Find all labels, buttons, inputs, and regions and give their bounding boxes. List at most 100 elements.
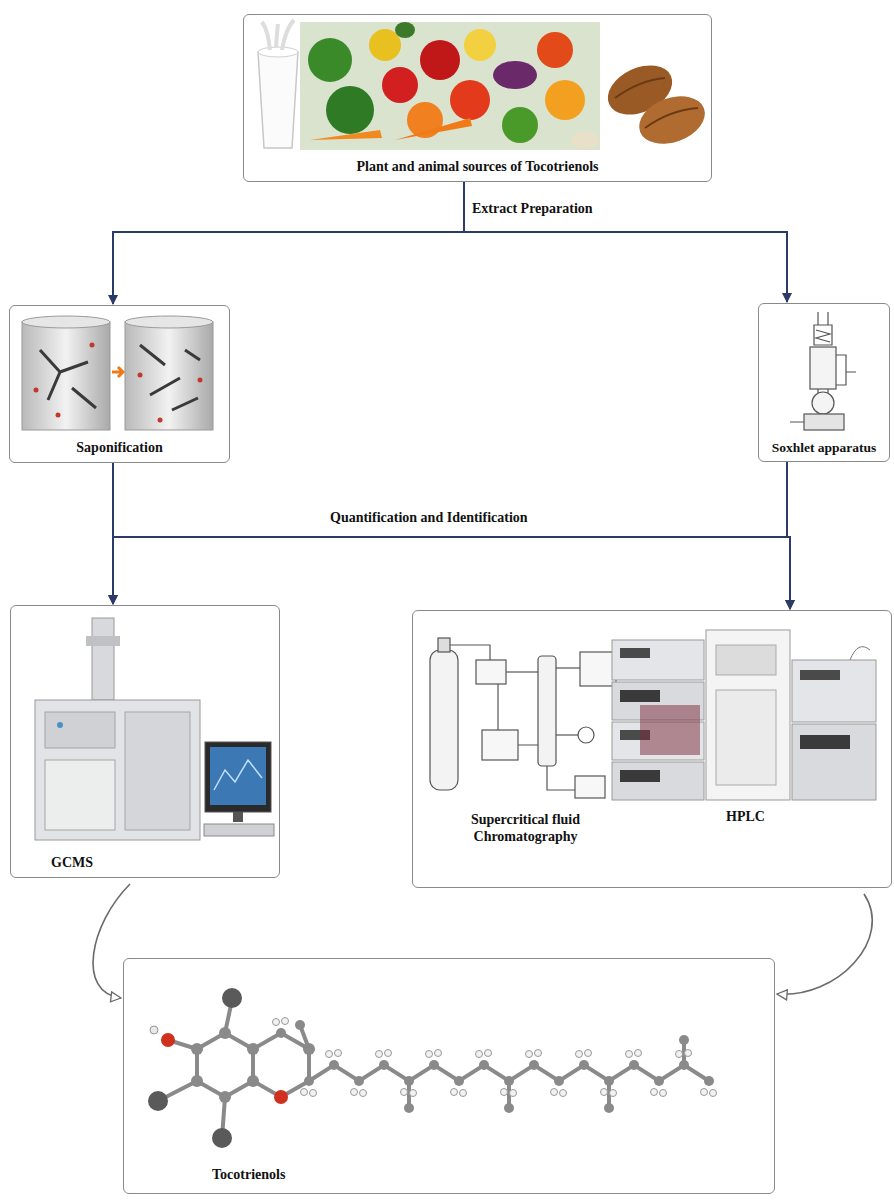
connector-line: [464, 182, 787, 302]
process-box: Plant and animal sources of Tocotrienols: [243, 14, 712, 182]
hydrogen-atom: [435, 1050, 442, 1057]
hydrogen-atom: [710, 1090, 717, 1097]
connector-line: [113, 463, 790, 609]
hydrogen-atom: [273, 1019, 280, 1026]
carbon-atom: [303, 1043, 315, 1055]
carbon-atom: [354, 1076, 364, 1086]
carbon-atom: [247, 1043, 259, 1055]
hydrogen-atom: [326, 1051, 333, 1058]
arrow-head: [108, 595, 118, 605]
hydrogen-atom: [401, 1089, 408, 1096]
process-box: Supercritical fluid Chromatography HPLC: [412, 610, 892, 888]
hydrogen-atom: [701, 1089, 708, 1096]
hydrogen-atom: [510, 1090, 517, 1097]
hydrogen-atom: [526, 1051, 533, 1058]
hydrogen-atom: [651, 1089, 658, 1096]
step-caption: Soxhlet apparatus: [772, 439, 877, 456]
carbon-atom: [404, 1076, 414, 1086]
instrument-caption: HPLC: [726, 808, 765, 825]
source-caption: Plant and animal sources of Tocotrienols: [356, 158, 598, 175]
carbon-atom: [219, 1027, 231, 1039]
carbon-atom: [654, 1076, 664, 1086]
carbon-atom: [329, 1060, 339, 1070]
carbon-atom: [295, 1020, 305, 1030]
arrow-head: [108, 295, 118, 305]
carbon-atom: [191, 1075, 203, 1087]
carbon-atom: [404, 1103, 414, 1113]
carbon-atom: [529, 1060, 539, 1070]
process-box: Tocotrienols: [123, 958, 775, 1194]
flow-connector: [108, 182, 464, 305]
arrow-head: [111, 992, 121, 1002]
hydrogen-atom: [676, 1051, 683, 1058]
hydrogen-atom: [451, 1089, 458, 1096]
carbon-atom: [276, 1028, 286, 1038]
carbon-atom: [604, 1076, 614, 1086]
hydrogen-atom: [351, 1089, 358, 1096]
carbon-atom: [429, 1060, 439, 1070]
carbon-atom: [604, 1103, 614, 1113]
carbon-atom: [219, 1091, 231, 1103]
hydrogen-atom: [485, 1050, 492, 1057]
hydrogen-atom: [376, 1051, 383, 1058]
hydrogen-atom: [685, 1050, 692, 1057]
step-caption: Saponification: [76, 439, 162, 456]
arrow-head: [785, 600, 795, 610]
flow-connector: [108, 462, 787, 605]
hydrogen-atom: [282, 1018, 289, 1025]
flow-connector: [785, 462, 795, 610]
hydrogen-atom: [535, 1050, 542, 1057]
hydrogen-atom: [460, 1090, 467, 1097]
arrow-head: [782, 293, 792, 303]
carbon-atom: [679, 1060, 689, 1070]
arrow-head: [785, 600, 795, 610]
label-holder: Extract Preparation: [470, 200, 595, 217]
hydrogen-atom: [410, 1090, 417, 1097]
product-caption: Tocotrienols: [212, 1166, 285, 1183]
hydrogen-atom: [626, 1051, 633, 1058]
hydrogen-atom: [551, 1089, 558, 1096]
connector-line: [113, 182, 464, 304]
hydrogen-atom: [310, 1090, 317, 1097]
hydrogen-atom: [635, 1050, 642, 1057]
instrument-caption: Supercritical fluid Chromatography: [443, 811, 608, 845]
soxhlet-picture: [790, 312, 856, 430]
label-holder: Quantification and Identification: [328, 509, 530, 526]
hydrogen-atom: [426, 1051, 433, 1058]
carbon-atom: [247, 1075, 259, 1087]
carbon-atom: [554, 1076, 564, 1086]
hydrogen-atom: [501, 1089, 508, 1096]
hydrogen-atom: [476, 1051, 483, 1058]
carbon-atom: [504, 1103, 514, 1113]
sfc-picture: [430, 638, 616, 798]
carbon-atom: [379, 1060, 389, 1070]
hydrogen-atom: [585, 1050, 592, 1057]
step-label: Extract Preparation: [470, 200, 595, 217]
hydrogen-atom: [335, 1050, 342, 1057]
hydrogen-atom: [576, 1051, 583, 1058]
carbon-atom: [679, 1035, 689, 1045]
hydrogen-atom: [560, 1090, 567, 1097]
gcms-picture: [35, 618, 274, 840]
molecule-picture: [148, 988, 717, 1148]
process-box: Saponification: [9, 305, 230, 463]
carbon-atom: [579, 1060, 589, 1070]
hydrogen-atom: [301, 1089, 308, 1096]
hydrogen-atom: [360, 1090, 367, 1097]
connector-line: [787, 462, 790, 609]
hydrogen-atom: [601, 1089, 608, 1096]
hydrogen-atom: [660, 1090, 667, 1097]
carbon-atom: [454, 1076, 464, 1086]
instrument-caption: GCMS: [51, 854, 93, 871]
carbon-atom: [191, 1043, 203, 1055]
saponification-picture: [22, 316, 213, 430]
connector-line: [113, 462, 787, 604]
hydrogen-atom: [385, 1050, 392, 1057]
hplc-picture: [612, 630, 876, 800]
flow-connector: [464, 182, 792, 303]
carbon-atom: [479, 1060, 489, 1070]
connector-line: [93, 884, 130, 998]
arrow-head: [777, 990, 787, 1000]
